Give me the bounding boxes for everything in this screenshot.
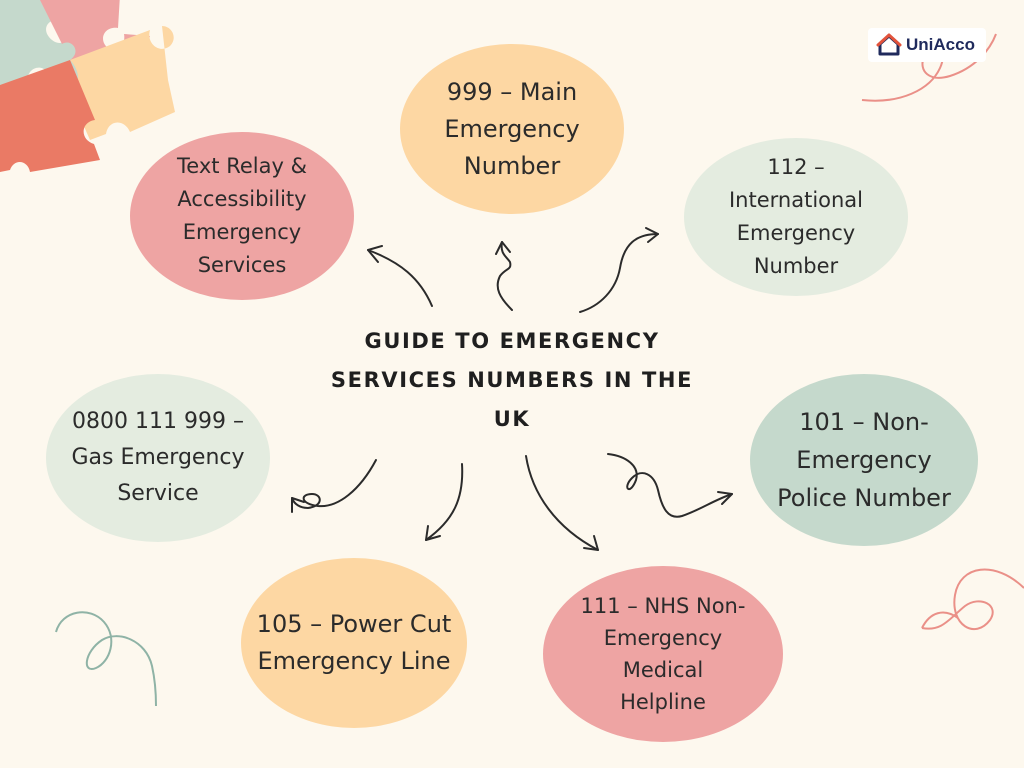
brand-logo[interactable]: UniAcco: [868, 28, 986, 62]
node-text-relay: Text Relay & Accessibility Emergency Ser…: [130, 132, 354, 300]
node-label: 111 – NHS Non- Emergency Medical Helplin…: [580, 594, 746, 714]
node-105: 105 – Power Cut Emergency Line: [241, 558, 467, 728]
squiggle-icon: [55, 611, 157, 707]
node-112: 112 – International Emergency Number: [684, 138, 908, 296]
node-111: 111 – NHS Non- Emergency Medical Helplin…: [543, 566, 783, 742]
node-label: 0800 111 999 – Gas Emergency Service: [71, 409, 245, 506]
node-label: 105 – Power Cut Emergency Line: [256, 610, 452, 675]
node-label: Text Relay & Accessibility Emergency Ser…: [177, 154, 307, 277]
home-logo-icon: [876, 33, 902, 56]
squiggle-icon: [921, 568, 1024, 631]
node-101: 101 – Non- Emergency Police Number: [750, 374, 978, 546]
puzzle-pieces-icon: [0, 0, 175, 172]
node-label: 112 – International Emergency Number: [728, 155, 864, 278]
node-0800: 0800 111 999 – Gas Emergency Service: [46, 374, 270, 542]
brand-name: UniAcco: [906, 35, 975, 54]
page-title: GUIDE TO EMERGENCY SERVICES NUMBERS IN T…: [330, 329, 694, 431]
node-label: 101 – Non- Emergency Police Number: [777, 408, 951, 512]
node-label: 999 – Main Emergency Number: [444, 77, 580, 180]
node-999: 999 – Main Emergency Number: [400, 44, 624, 214]
